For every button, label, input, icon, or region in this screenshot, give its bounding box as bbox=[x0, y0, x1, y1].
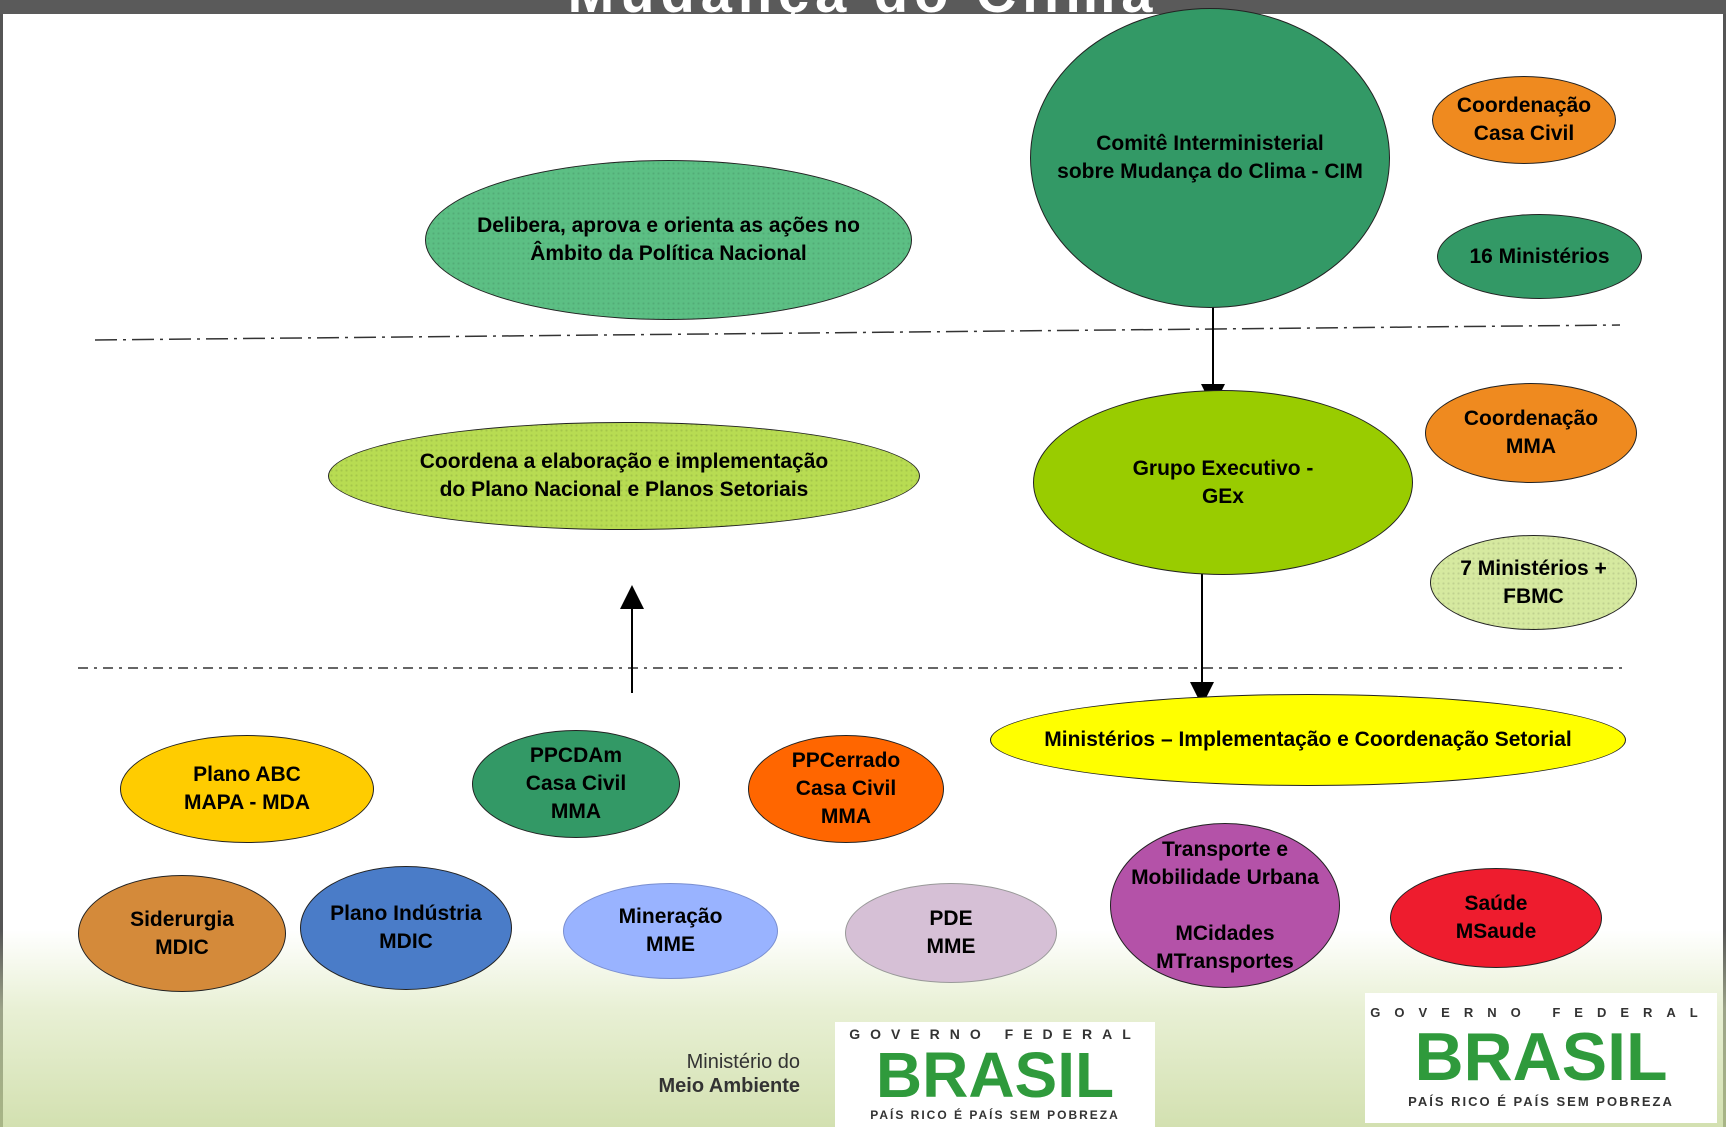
title-bar: Mudança do Clima bbox=[0, 0, 1726, 14]
gex-label: Grupo Executivo - GEx bbox=[1132, 456, 1314, 508]
plan-ppcerrado-ellipse: PPCerrado Casa Civil MMA bbox=[748, 735, 944, 843]
gex-description-ellipse: Coordena a elaboração e implementação do… bbox=[328, 422, 920, 530]
plan-abc-label: Plano ABC MAPA - MDA bbox=[184, 763, 310, 814]
gex-coordination-ellipse: Coordenação MMA bbox=[1425, 383, 1637, 483]
gex-members-ellipse: 7 Ministérios + FBMC bbox=[1430, 535, 1637, 630]
plan-pde-label: PDE MME bbox=[926, 907, 976, 958]
plan-mineracao-label: Mineração MME bbox=[618, 905, 723, 956]
ministries-band-label: Ministérios – Implementação e Coordenaçã… bbox=[1044, 728, 1572, 751]
mma-logo: Ministério do Meio Ambiente bbox=[600, 1050, 801, 1098]
gex-description-label: Coordena a elaboração e implementação do… bbox=[419, 450, 829, 501]
plan-transporte-ellipse: Transporte e Mobilidade Urbana MCidades … bbox=[1110, 823, 1340, 988]
plan-abc-ellipse: Plano ABC MAPA - MDA bbox=[120, 735, 374, 843]
brasil-logo-right-gov: GOVERNO FEDERAL bbox=[1370, 1005, 1712, 1020]
gex-members-label: 7 Ministérios + FBMC bbox=[1460, 556, 1607, 608]
divider-upper bbox=[94, 324, 1621, 341]
brasil-logo-right: GOVERNO FEDERAL BRASIL PAÍS RICO É PAÍS … bbox=[1365, 993, 1717, 1123]
cim-description-ellipse: Delibera, aprova e orienta as ações no Â… bbox=[425, 160, 912, 320]
ministries-band-ellipse: Ministérios – Implementação e Coordenaçã… bbox=[990, 694, 1626, 786]
brasil-logo-center-gov: GOVERNO FEDERAL bbox=[849, 1026, 1141, 1042]
cim-coordination-label: Coordenação Casa Civil bbox=[1456, 94, 1592, 145]
plan-ppcdam-ellipse: PPCDAm Casa Civil MMA bbox=[472, 730, 680, 838]
slide-title: Mudança do Clima bbox=[0, 0, 1726, 14]
plan-transporte-label: Transporte e Mobilidade Urbana MCidades … bbox=[1131, 837, 1319, 973]
cim-members-ellipse: 16 Ministérios bbox=[1437, 214, 1642, 299]
plan-siderurgia-label: Siderurgia MDIC bbox=[130, 907, 234, 959]
plan-ppcdam-label: PPCDAm Casa Civil MMA bbox=[525, 744, 627, 823]
brasil-logo-right-tagline: PAÍS RICO É PAÍS SEM POBREZA bbox=[1408, 1094, 1674, 1109]
plan-mineracao-ellipse: Mineração MME bbox=[563, 883, 778, 979]
mma-logo-line1: Ministério do bbox=[686, 1051, 800, 1073]
plan-saude-ellipse: Saúde MSaude bbox=[1390, 868, 1602, 968]
plan-saude-label: Saúde MSaude bbox=[1455, 892, 1537, 943]
brasil-logo-right-word: BRASIL bbox=[1414, 1019, 1668, 1095]
brasil-logo-center-word: BRASIL bbox=[875, 1039, 1115, 1111]
plan-industria-ellipse: Plano Indústria MDIC bbox=[300, 866, 512, 990]
cim-coordination-ellipse: Coordenação Casa Civil bbox=[1432, 76, 1616, 164]
gex-coordination-label: Coordenação MMA bbox=[1463, 407, 1599, 458]
plan-siderurgia-ellipse: Siderurgia MDIC bbox=[78, 875, 286, 992]
mma-logo-line2: Meio Ambiente bbox=[658, 1075, 801, 1097]
cim-ellipse: Comitê Interministerial sobre Mudança do… bbox=[1030, 8, 1390, 308]
cim-description-label: Delibera, aprova e orienta as ações no Â… bbox=[477, 214, 860, 265]
cim-members-label: 16 Ministérios bbox=[1469, 244, 1610, 268]
plan-industria-label: Plano Indústria MDIC bbox=[330, 902, 482, 953]
plan-pde-ellipse: PDE MME bbox=[845, 883, 1057, 983]
brasil-logo-center: GOVERNO FEDERAL BRASIL PAÍS RICO É PAÍS … bbox=[835, 1022, 1155, 1127]
frame-left-border bbox=[0, 14, 3, 1127]
frame-right-border bbox=[1723, 14, 1726, 1127]
brasil-logo-center-tagline: PAÍS RICO É PAÍS SEM POBREZA bbox=[870, 1108, 1120, 1122]
gex-ellipse: Grupo Executivo - GEx bbox=[1033, 390, 1413, 575]
plan-ppcerrado-label: PPCerrado Casa Civil MMA bbox=[791, 749, 901, 828]
cim-label: Comitê Interministerial sobre Mudança do… bbox=[1057, 132, 1363, 183]
